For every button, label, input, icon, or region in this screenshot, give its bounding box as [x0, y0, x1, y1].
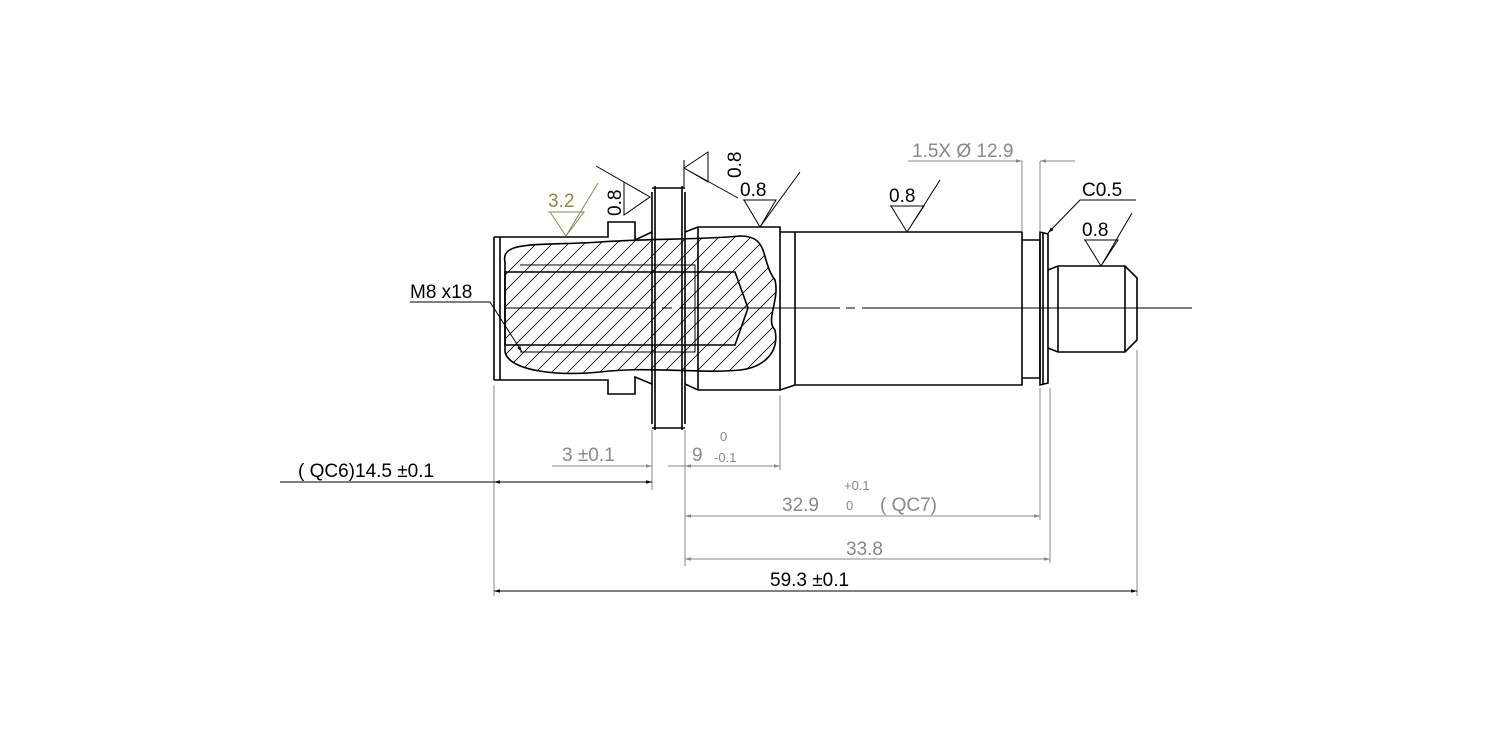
dim-33-8: 33.8 — [685, 539, 1050, 561]
svg-text:( QC6)14.5 ±0.1: ( QC6)14.5 ±0.1 — [298, 461, 434, 482]
finish-collar: 0.8 — [740, 171, 801, 228]
thread-callout: M8 x18 — [410, 282, 523, 353]
svg-text:0.8: 0.8 — [725, 152, 746, 178]
hatch-line — [511, 236, 663, 374]
hatch-line — [504, 236, 551, 374]
dim-3: 3 ±0.1 — [552, 445, 685, 468]
hatch-line — [527, 236, 679, 374]
hatch-line — [735, 236, 777, 374]
dim-9: 9 0 -0.1 — [685, 429, 780, 468]
hatch-line — [880, 230, 1030, 380]
svg-text:33.8: 33.8 — [846, 539, 883, 560]
hatch-line — [848, 230, 998, 380]
svg-text:3 ±0.1: 3 ±0.1 — [562, 445, 615, 466]
svg-text:9: 9 — [692, 445, 703, 466]
svg-text:0.8: 0.8 — [740, 180, 766, 201]
svg-text:+0.1: +0.1 — [844, 478, 870, 493]
thread-note: M8 x18 — [410, 282, 472, 303]
hatch-line — [800, 230, 950, 380]
hatch-line — [719, 236, 777, 374]
hatch-line — [655, 236, 777, 374]
hatch-line — [559, 236, 711, 374]
svg-text:0: 0 — [846, 498, 853, 513]
svg-text:C0.5: C0.5 — [1082, 180, 1122, 201]
svg-text:0.8: 0.8 — [1082, 220, 1108, 241]
svg-text:32.9: 32.9 — [782, 495, 819, 516]
hatch-line — [504, 236, 631, 374]
hatch-line — [607, 236, 759, 374]
svg-text:0.8: 0.8 — [889, 186, 915, 207]
groove-dimension: 1.5X Ø 12.9 — [908, 141, 1075, 232]
hatch-line — [864, 230, 1014, 380]
hatch-line — [591, 236, 743, 374]
svg-text:0: 0 — [720, 429, 727, 444]
hatch-line — [703, 236, 777, 374]
finish-pin: 0.8 — [1082, 212, 1133, 267]
dim-32-9: 32.9 +0.1 0 ( QC7) — [685, 478, 1040, 518]
hatch-line — [575, 236, 727, 374]
hatch-line — [504, 236, 583, 374]
svg-text:-0.1: -0.1 — [714, 450, 736, 465]
finish-rotated-left: 0.8 — [595, 165, 651, 216]
svg-text:0.8: 0.8 — [605, 190, 626, 216]
svg-text:59.3 ±0.1: 59.3 ±0.1 — [770, 570, 849, 591]
svg-text:1.5X Ø 12.9: 1.5X Ø 12.9 — [912, 141, 1013, 162]
hatch-line — [543, 236, 695, 374]
extension-lines — [493, 350, 1138, 596]
hatch-line — [767, 236, 777, 374]
hatch-line — [896, 230, 1046, 380]
hatch-line — [832, 230, 982, 380]
dim-qc6: ( QC6)14.5 ±0.1 — [280, 461, 652, 484]
section-hatch — [503, 230, 1046, 380]
finish-body: 0.8 — [889, 179, 941, 233]
finish-yellow: 3.2 — [548, 182, 599, 237]
svg-text:( QC7): ( QC7) — [880, 495, 937, 516]
hatch-line — [623, 236, 775, 374]
hatch-line — [504, 236, 599, 374]
hatch-line — [784, 230, 934, 380]
hatch-line — [504, 236, 647, 374]
svg-text:3.2: 3.2 — [548, 191, 574, 212]
hatch-line — [816, 230, 966, 380]
hatch-line — [687, 236, 777, 374]
chamfer-callout: C0.5 — [1047, 180, 1136, 234]
dim-59-3: 59.3 ±0.1 — [494, 570, 1137, 593]
hatch-line — [504, 236, 567, 374]
hatch-line — [504, 236, 615, 374]
finish-rotated-top: 0.8 — [683, 151, 746, 199]
